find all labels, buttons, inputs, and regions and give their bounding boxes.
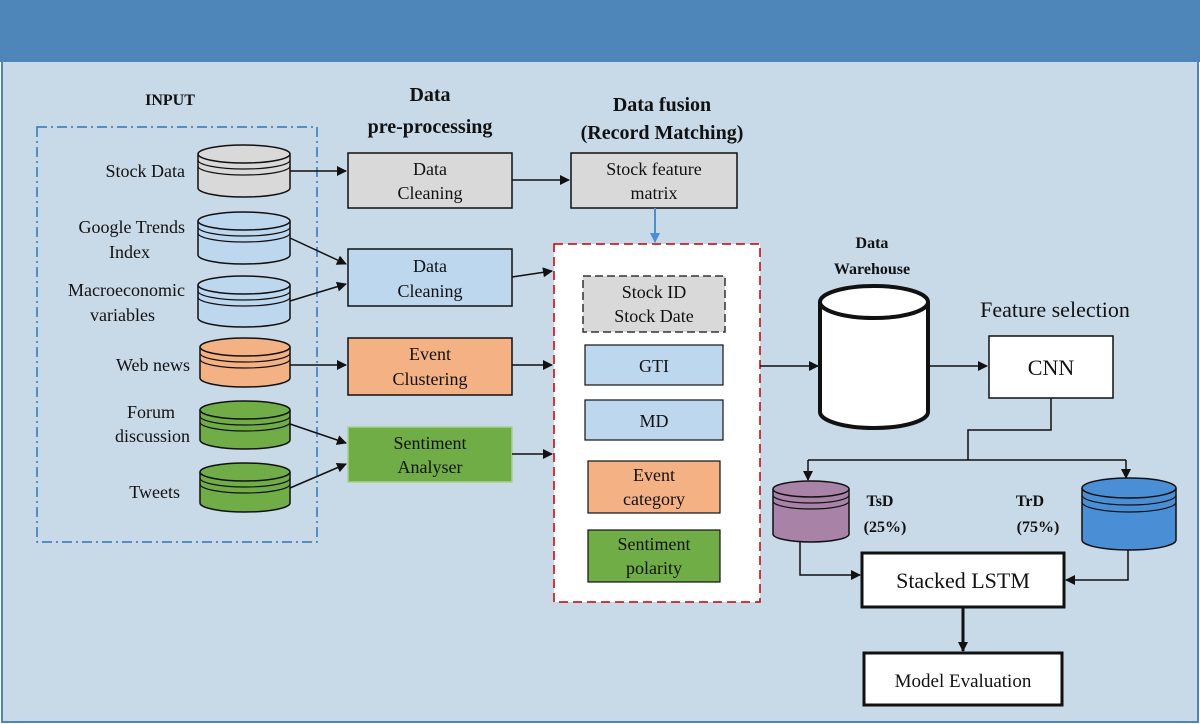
data-cleaning-2-line2: Cleaning — [398, 281, 463, 301]
event-category-line2: category — [623, 489, 685, 509]
tsd-database-icon — [772, 480, 850, 543]
event-category-box — [587, 460, 721, 514]
model-evaluation-text: Model Evaluation — [895, 671, 1032, 692]
data-cleaning-1-line1: Data — [413, 159, 447, 179]
fusion-header-line1: Data fusion — [613, 94, 711, 116]
connectors — [289, 166, 1131, 585]
data-warehouse-icon — [818, 284, 930, 430]
google-trends-label-line1: Google Trends — [78, 217, 185, 237]
header-banner — [0, 0, 1200, 62]
md-text: MD — [639, 411, 668, 431]
model-evaluation-box — [862, 651, 1064, 707]
sentiment-analyser-box — [347, 426, 513, 483]
fusion-header-line2: (Record Matching) — [581, 122, 744, 144]
macro-label-line1: Macroeconomic — [68, 280, 185, 300]
stock-id-text: Stock ID — [622, 282, 687, 302]
tweets-database-icon — [199, 462, 291, 513]
sentiment-polarity-box — [587, 529, 721, 583]
google-trends-label-line2: Index — [109, 242, 150, 262]
cnn-text: CNN — [1028, 355, 1075, 380]
data-cleaning-box-2 — [347, 248, 513, 307]
sentiment-polarity-line1: Sentiment — [618, 534, 691, 554]
stock-date-text: Stock Date — [614, 306, 693, 326]
forum-database-icon — [199, 400, 291, 450]
sentiment-polarity-line2: polarity — [626, 558, 682, 578]
trd-database-icon — [1081, 477, 1177, 551]
tweets-label: Tweets — [129, 482, 180, 502]
data-cleaning-1-line2: Cleaning — [398, 183, 463, 203]
macroeconomic-database-icon — [197, 275, 291, 328]
warehouse-header-line2: Warehouse — [834, 261, 910, 278]
gti-text: GTI — [639, 356, 669, 376]
stacked-lstm-text: Stacked LSTM — [896, 568, 1030, 593]
forum-label-line1: Forum — [127, 402, 175, 422]
event-clustering-box — [347, 337, 513, 396]
tsd-name: TsD — [867, 493, 894, 510]
stock-id-date-box — [582, 275, 726, 333]
stock-feature-matrix-line1: Stock feature — [606, 159, 701, 179]
gti-box — [584, 344, 724, 386]
warehouse-header-line1: Data — [856, 235, 889, 252]
sentiment-analyser-line2: Analyser — [398, 457, 463, 477]
feature-selection-header: Feature selection — [980, 297, 1130, 322]
preprocessing-header-line1: Data — [409, 84, 450, 106]
md-box — [584, 399, 724, 441]
data-cleaning-2-line1: Data — [413, 256, 447, 276]
trd-percent: (75%) — [1017, 519, 1060, 536]
stock-data-label: Stock Data — [106, 161, 185, 181]
stock-feature-matrix-box — [570, 152, 738, 209]
google-trends-database-icon — [197, 211, 291, 265]
trd-name: TrD — [1016, 493, 1044, 510]
data-cleaning-box-1 — [347, 152, 513, 209]
sentiment-analyser-line1: Sentiment — [394, 433, 467, 453]
preprocessing-header-line2: pre-processing — [368, 116, 493, 138]
tsd-percent: (25%) — [864, 519, 907, 536]
stock-data-database-icon — [197, 144, 291, 198]
forum-label-line2: discussion — [115, 426, 190, 446]
cnn-box — [988, 335, 1114, 399]
stock-feature-matrix-line2: matrix — [631, 183, 678, 203]
input-group-border — [36, 126, 318, 543]
event-clustering-line2: Clustering — [393, 369, 468, 389]
event-clustering-line1: Event — [409, 344, 451, 364]
web-news-database-icon — [199, 337, 291, 388]
web-news-label: Web news — [116, 355, 190, 375]
macro-label-line2: variables — [90, 305, 155, 325]
event-category-line1: Event — [633, 465, 675, 485]
input-header: INPUT — [145, 92, 195, 109]
